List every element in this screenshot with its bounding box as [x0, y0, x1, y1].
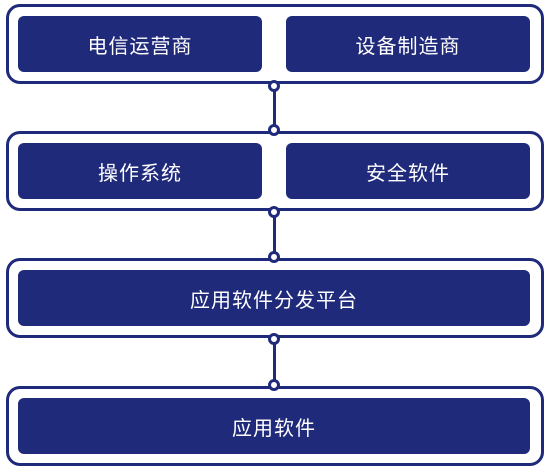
box-application-software: 应用软件 [18, 398, 530, 454]
connector-dot [268, 206, 280, 218]
connector-2-3 [268, 206, 280, 263]
box-operating-system: 操作系统 [18, 143, 262, 199]
connector-dot [268, 124, 280, 136]
box-telecom-operator: 电信运营商 [18, 16, 262, 72]
layer-2: 操作系统 安全软件 [6, 131, 544, 211]
box-app-distribution-platform: 应用软件分发平台 [18, 270, 530, 326]
layer-4: 应用软件 [6, 386, 544, 466]
connector-line [272, 210, 276, 259]
connector-dot [268, 379, 280, 391]
connector-dot [268, 80, 280, 92]
connector-dot [268, 333, 280, 345]
connector-line [272, 84, 276, 132]
box-security-software: 安全软件 [286, 143, 530, 199]
connector-1-2 [268, 80, 280, 136]
connector-dot [268, 251, 280, 263]
layer-1: 电信运营商 设备制造商 [6, 4, 544, 84]
connector-3-4 [268, 333, 280, 391]
box-device-manufacturer: 设备制造商 [286, 16, 530, 72]
layer-3: 应用软件分发平台 [6, 258, 544, 338]
connector-line [272, 337, 276, 387]
